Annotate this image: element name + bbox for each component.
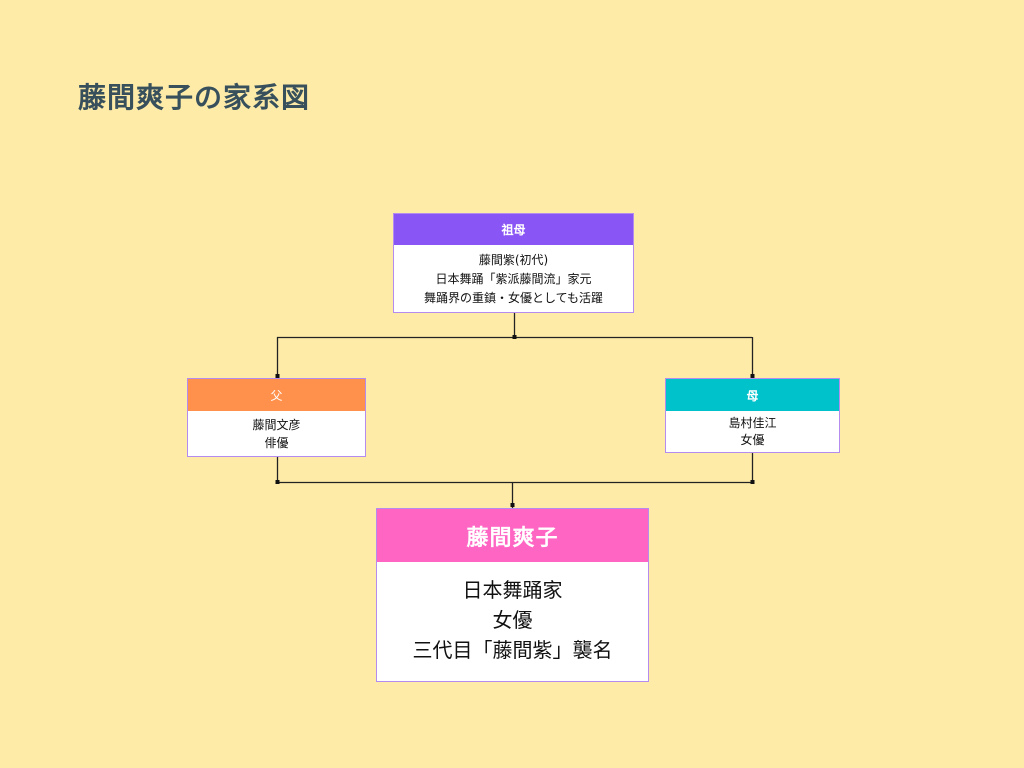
connector-dot — [275, 374, 280, 378]
subject-occupation-2: 女優 — [492, 607, 533, 632]
connector-dot — [275, 480, 280, 484]
node-body-father: 藤間文彦 俳優 — [188, 411, 365, 456]
connector-dot — [512, 335, 517, 339]
connector-dot — [750, 374, 755, 378]
connector-dot — [510, 503, 515, 507]
node-header-subject: 藤間爽子 — [377, 509, 648, 562]
father-occupation: 俳優 — [264, 435, 289, 450]
node-header-mother: 母 — [666, 379, 839, 411]
node-subject: 藤間爽子 日本舞踊家 女優 三代目「藤間紫」襲名 — [376, 508, 649, 682]
node-body-subject: 日本舞踊家 女優 三代目「藤間紫」襲名 — [377, 562, 648, 681]
grandmother-description: 舞踊界の重鎮・女優としても活躍 — [423, 291, 604, 305]
grandmother-title: 日本舞踊「紫派藤間流」家元 — [435, 272, 592, 286]
node-grandmother: 祖母 藤間紫(初代) 日本舞踊「紫派藤間流」家元 舞踊界の重鎮・女優としても活躍 — [393, 213, 634, 313]
node-mother: 母 島村佳江 女優 — [665, 378, 840, 453]
node-header-father: 父 — [188, 379, 365, 411]
node-body-grandmother: 藤間紫(初代) 日本舞踊「紫派藤間流」家元 舞踊界の重鎮・女優としても活躍 — [394, 245, 633, 312]
mother-occupation: 女優 — [740, 432, 765, 447]
node-body-mother: 島村佳江 女優 — [666, 411, 839, 452]
connector-dot — [750, 480, 755, 484]
grandmother-name: 藤間紫(初代) — [478, 253, 549, 267]
father-name: 藤間文彦 — [252, 417, 301, 432]
subject-succession: 三代目「藤間紫」襲名 — [412, 637, 613, 662]
node-father: 父 藤間文彦 俳優 — [187, 378, 366, 457]
page-title: 藤間爽子の家系図 — [78, 81, 311, 114]
node-header-grandmother: 祖母 — [394, 214, 633, 245]
mother-name: 島村佳江 — [728, 415, 777, 430]
subject-occupation-1: 日本舞踊家 — [462, 577, 563, 602]
